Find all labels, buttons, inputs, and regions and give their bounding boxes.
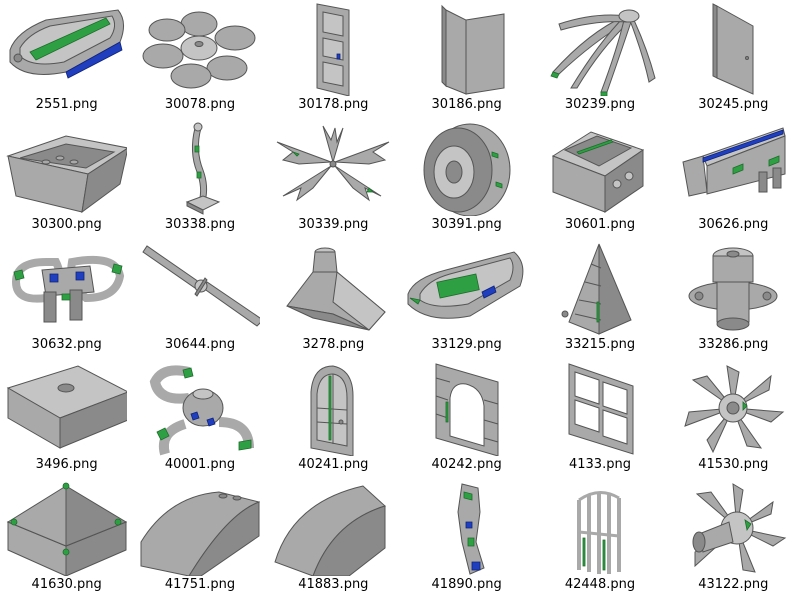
arch-wall-icon xyxy=(435,363,499,456)
file-name-label: 30186.png xyxy=(431,97,502,112)
thumbnail-cell[interactable]: 40001.png xyxy=(133,360,266,480)
file-name-label: 41751.png xyxy=(164,577,236,592)
flat-panel-icon xyxy=(712,3,754,95)
file-name-label: 30338.png xyxy=(164,217,236,232)
file-name-label: 30300.png xyxy=(31,217,102,232)
brick-icon xyxy=(6,365,127,449)
thumbnail-cell[interactable]: 41883.png xyxy=(267,480,400,600)
thumbnail-cell[interactable]: 41751.png xyxy=(133,480,266,600)
figure-leg-icon xyxy=(457,483,485,575)
file-name-label: 40242.png xyxy=(431,457,502,472)
file-name-label: 41890.png xyxy=(431,577,502,592)
boat-hull-icon xyxy=(407,251,524,319)
palm-top-icon xyxy=(276,125,389,202)
flower-plate-icon xyxy=(142,11,256,89)
file-name-label: 30178.png xyxy=(298,97,369,112)
thumbnail-cell[interactable]: 30339.png xyxy=(267,120,400,240)
file-name-label: 33286.png xyxy=(698,337,769,352)
file-name-label: 30391.png xyxy=(431,217,502,232)
arched-door-icon xyxy=(310,365,354,456)
file-name-label: 30632.png xyxy=(31,337,102,352)
file-name-label: 40241.png xyxy=(298,457,369,472)
file-name-label: 30339.png xyxy=(298,217,369,232)
file-name-label: 33215.png xyxy=(564,337,636,352)
jet-engine-icon xyxy=(692,483,786,573)
window-frame-icon xyxy=(568,363,634,455)
thumbnail-cell[interactable]: 30300.png xyxy=(0,120,133,240)
wall-panel-icon xyxy=(441,4,505,95)
thumbnail-cell[interactable]: 41530.png xyxy=(667,360,800,480)
file-name-label: 30644.png xyxy=(164,337,236,352)
roof-cone-icon xyxy=(561,243,632,335)
wedge-slope-icon xyxy=(274,485,386,576)
thumbnail-cell[interactable]: 3496.png xyxy=(0,360,133,480)
file-name-label: 41883.png xyxy=(298,577,369,592)
palm-leaves-icon xyxy=(550,9,656,96)
file-name-label: 30245.png xyxy=(698,97,769,112)
twin-handle-icon xyxy=(11,255,125,323)
file-name-label: 30078.png xyxy=(164,97,236,112)
file-name-label: 33129.png xyxy=(431,337,502,352)
thumbnail-cell[interactable]: 30632.png xyxy=(0,240,133,360)
cylinder-icon xyxy=(688,247,778,331)
thumbnail-cell[interactable]: 41890.png xyxy=(400,480,533,600)
file-name-label: 30239.png xyxy=(564,97,636,112)
thumbnail-cell[interactable]: 30391.png xyxy=(400,120,533,240)
thumbnail-cell[interactable]: 30078.png xyxy=(133,0,266,120)
thumbnail-cell[interactable]: 30601.png xyxy=(533,120,666,240)
gate-icon xyxy=(577,491,622,574)
file-name-label: 41530.png xyxy=(698,457,769,472)
thumbnail-cell[interactable]: 30178.png xyxy=(267,0,400,120)
file-name-label: 3278.png xyxy=(302,337,365,352)
funnel-icon xyxy=(285,247,386,331)
thumbnail-cell[interactable]: 33129.png xyxy=(400,240,533,360)
file-name-label: 40001.png xyxy=(164,457,236,472)
file-name-label: 2551.png xyxy=(35,97,98,112)
thumbnail-cell[interactable]: 3278.png xyxy=(267,240,400,360)
horned-piece-icon xyxy=(150,365,255,456)
tire-icon xyxy=(423,123,511,216)
thumbnail-cell[interactable]: 30644.png xyxy=(133,240,266,360)
door-frame-icon xyxy=(316,3,350,96)
turbine-icon xyxy=(683,365,784,454)
engine-block-icon xyxy=(552,131,645,213)
thumbnail-cell[interactable]: 30239.png xyxy=(533,0,666,120)
thumbnail-cell[interactable]: 33215.png xyxy=(533,240,666,360)
propeller-icon xyxy=(142,245,261,327)
file-name-label: 30601.png xyxy=(564,217,636,232)
file-name-label: 3496.png xyxy=(35,457,98,472)
bracket-icon xyxy=(682,127,786,197)
curved-slope-icon xyxy=(140,491,261,576)
file-name-label: 43122.png xyxy=(698,577,769,592)
thumbnail-cell[interactable]: 2551.png xyxy=(0,0,133,120)
thumbnail-cell[interactable]: 33286.png xyxy=(667,240,800,360)
thumbnail-cell[interactable]: 4133.png xyxy=(533,360,666,480)
file-name-label: 30626.png xyxy=(698,217,769,232)
thumbnail-cell[interactable]: 41630.png xyxy=(0,480,133,600)
stem-plant-icon xyxy=(186,122,221,215)
thumbnail-cell[interactable]: 43122.png xyxy=(667,480,800,600)
thumbnail-cell[interactable]: 30186.png xyxy=(400,0,533,120)
boat-hull-icon xyxy=(9,9,124,79)
file-name-label: 4133.png xyxy=(568,457,631,472)
thumbnail-cell[interactable]: 30338.png xyxy=(133,120,266,240)
container-box-icon xyxy=(6,135,127,214)
thumbnail-cell[interactable]: 40241.png xyxy=(267,360,400,480)
thumbnail-cell[interactable]: 40242.png xyxy=(400,360,533,480)
file-name-label: 41630.png xyxy=(31,577,102,592)
file-name-label: 42448.png xyxy=(564,577,636,592)
thumbnail-cell[interactable]: 42448.png xyxy=(533,480,666,600)
thumbnail-cell[interactable]: 30626.png xyxy=(667,120,800,240)
thumbnail-cell[interactable]: 30245.png xyxy=(667,0,800,120)
pyramid-plate-icon xyxy=(6,482,127,576)
